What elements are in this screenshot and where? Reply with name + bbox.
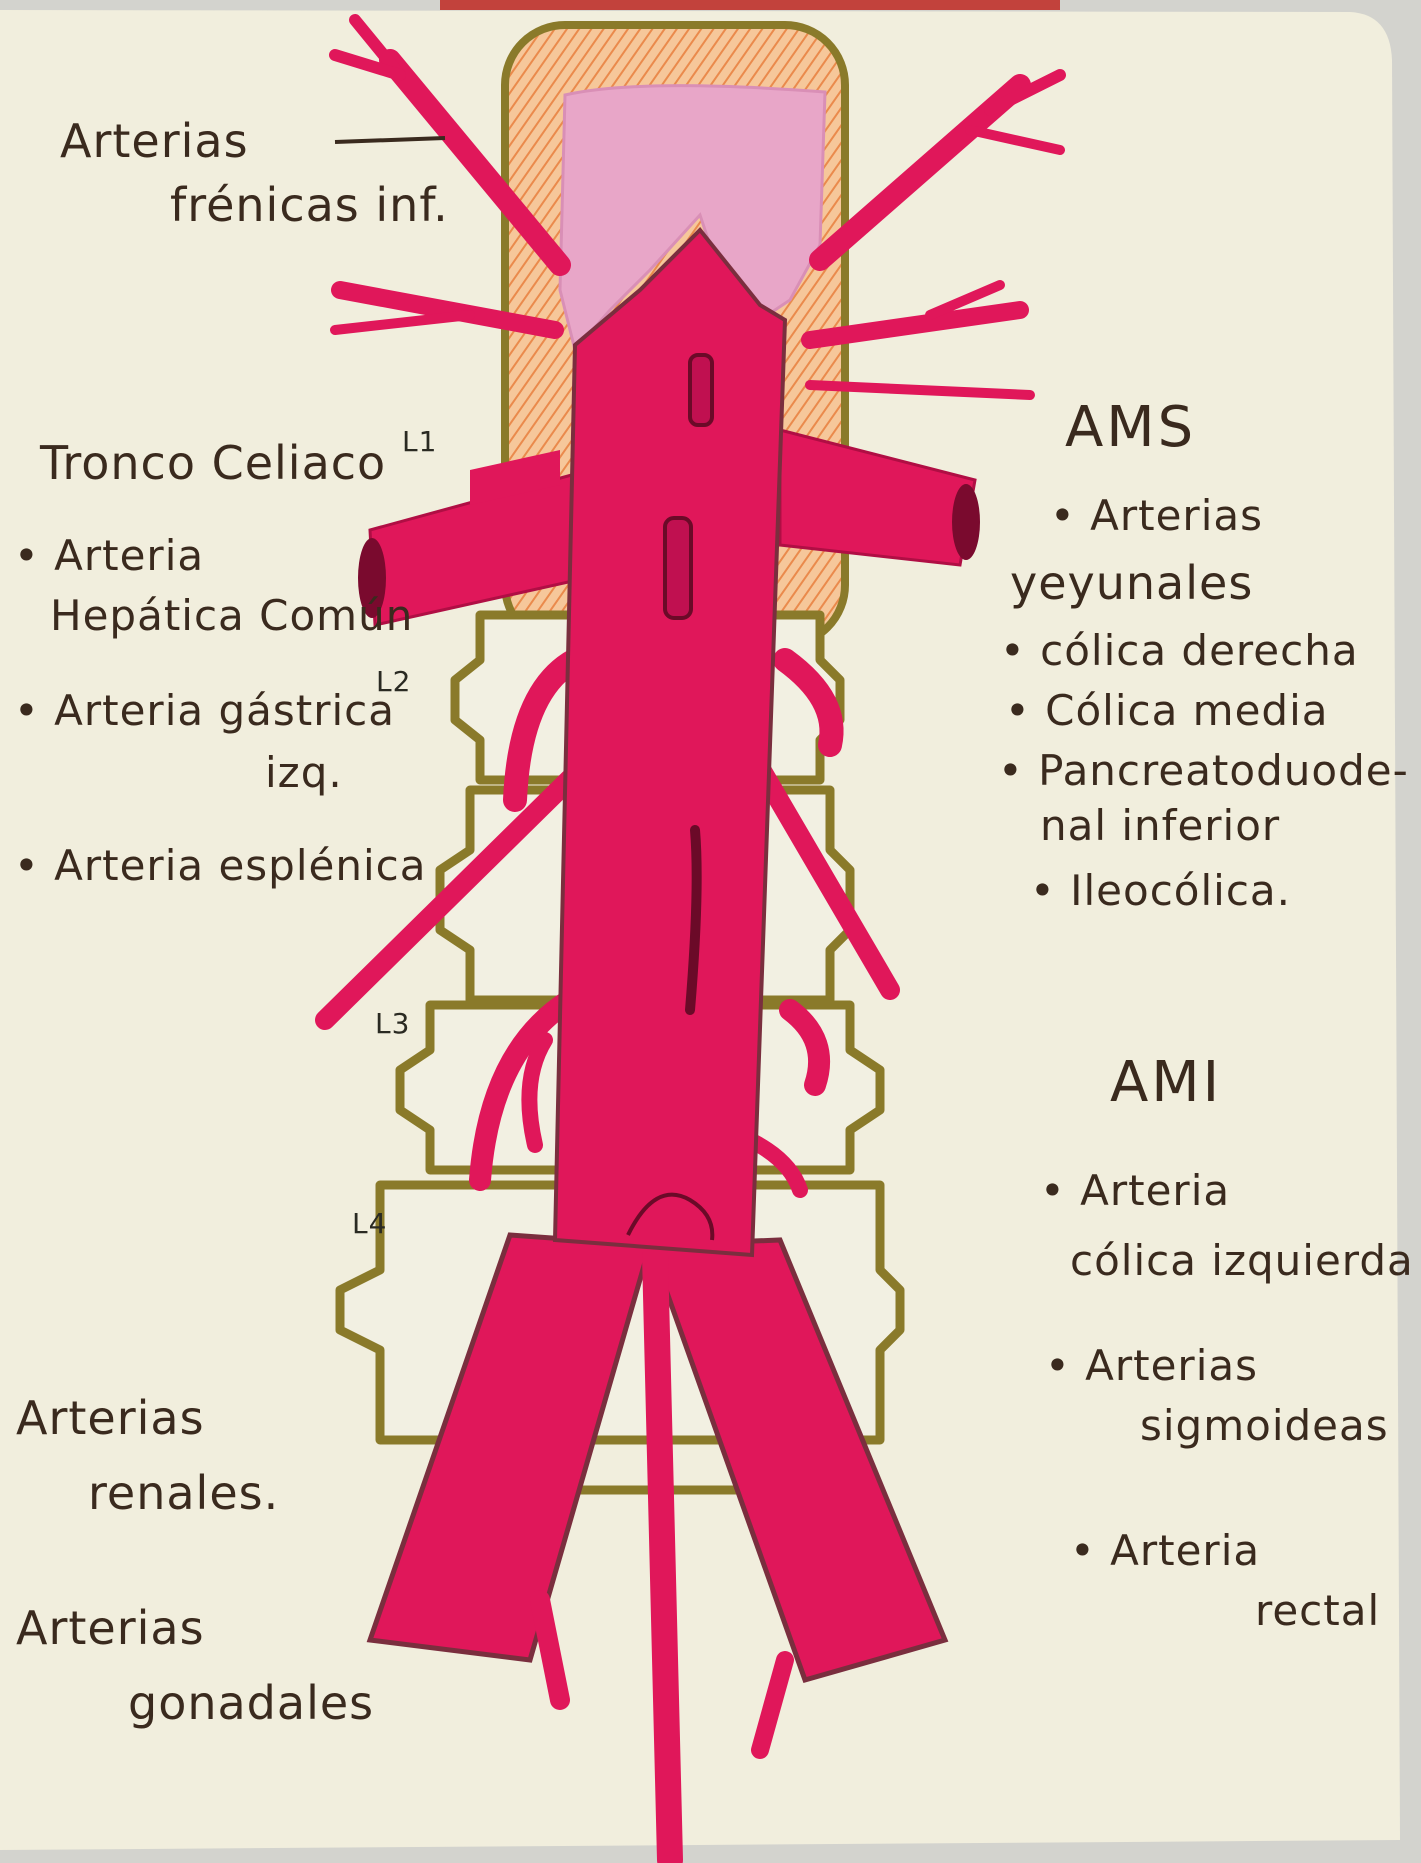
label-hepatica-line2: Hepática Común [50, 595, 413, 637]
label-ams-pancreato-line1: • Pancreatoduode- [998, 750, 1409, 792]
label-gonadales-line2: gonadales [128, 1680, 374, 1726]
label-esplenica: • Arteria esplénica [14, 845, 426, 887]
label-ami-colica-izq-line1: • Arteria [1040, 1170, 1230, 1212]
label-ami-rectal-line2: rectal [1255, 1590, 1380, 1632]
abdominal-aorta [555, 230, 785, 1255]
top-edge-strip [440, 0, 1060, 10]
label-ams-colica-media: • Cólica media [1005, 690, 1328, 732]
label-ams-yeyunales-line1: • Arterias [1050, 495, 1263, 537]
heading-ami: AMI [1110, 1055, 1222, 1111]
label-renales-line2: renales. [88, 1470, 279, 1516]
label-frenicas-line2: frénicas inf. [170, 182, 449, 228]
label-vertebra-l1: L1 [402, 428, 437, 456]
label-ams-yeyunales-line2: yeyunales [1010, 560, 1253, 606]
median-sacral-artery [655, 1255, 670, 1860]
label-vertebra-l2: L2 [376, 668, 411, 696]
label-renales-line1: Arterias [16, 1395, 205, 1441]
label-tronco-celiaco: Tronco Celiaco [40, 440, 386, 486]
label-vertebra-l3: L3 [375, 1010, 410, 1038]
heading-ams: AMS [1065, 400, 1196, 456]
label-ami-sigmoideas-line2: sigmoideas [1140, 1405, 1389, 1447]
label-hepatica-line1: • Arteria [14, 535, 204, 577]
label-ams-pancreato-line2: nal inferior [1040, 805, 1280, 847]
label-vertebra-l4: L4 [352, 1210, 387, 1238]
label-gastrica-line2: izq. [265, 752, 343, 794]
label-ams-ileocolica: • Ileocólica. [1030, 870, 1291, 912]
label-gonadales-line1: Arterias [16, 1605, 205, 1651]
label-ami-sigmoideas-line1: • Arterias [1045, 1345, 1258, 1387]
label-ami-colica-izq-line2: cólica izquierda [1070, 1240, 1414, 1282]
label-ams-colica-derecha: • cólica derecha [1000, 630, 1359, 672]
label-ami-rectal-line1: • Arteria [1070, 1530, 1260, 1572]
label-frenicas-line1: Arterias [60, 118, 249, 164]
label-gastrica-line1: • Arteria gástrica [14, 690, 395, 732]
